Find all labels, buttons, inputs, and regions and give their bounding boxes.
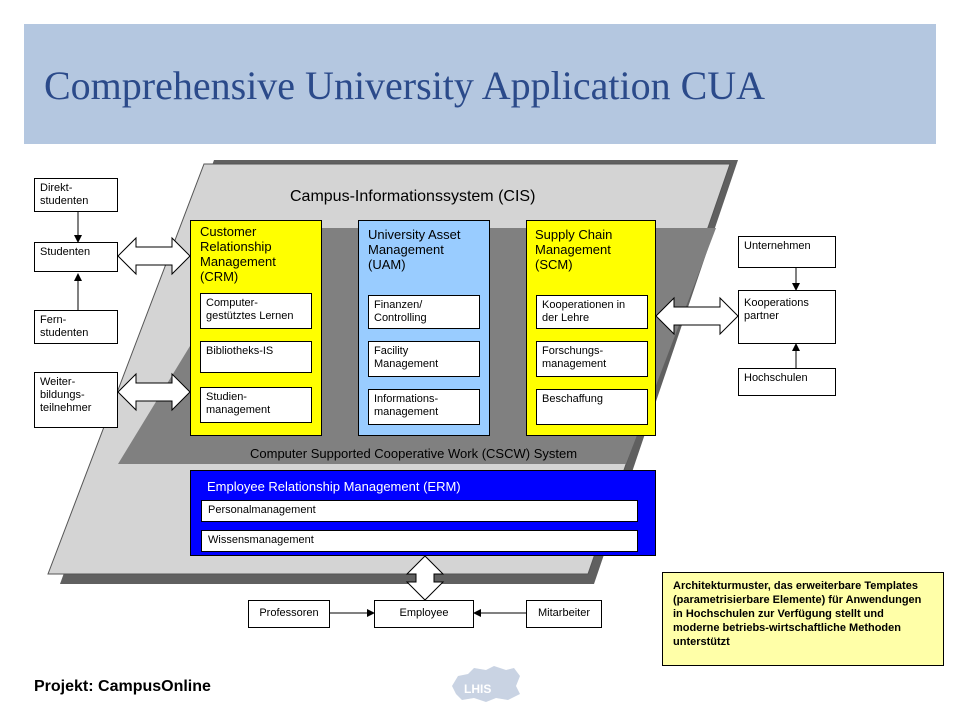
erm-title: Employee Relationship Management (ERM)	[207, 479, 461, 494]
scm-item-forschung: Forschungs- management	[536, 341, 648, 377]
cscw-label: Computer Supported Cooperative Work (CSC…	[250, 446, 578, 461]
crm-item-lernen: Computer- gestütztes Lernen	[200, 293, 312, 329]
double-arrow-scm-kooperation	[655, 296, 739, 336]
crm-item-studienmanagement: Studien- management	[200, 387, 312, 423]
architecture-note: Architekturmuster, das erweiterbare Temp…	[662, 572, 944, 666]
erm-item-wissen: Wissensmanagement	[201, 530, 638, 552]
page-title: Comprehensive University Application CUA	[44, 63, 766, 108]
map-logo-icon	[452, 666, 520, 702]
crm-column: Customer Relationship Management (CRM) C…	[190, 220, 322, 436]
box-hochschulen: Hochschulen	[738, 368, 836, 396]
box-employee: Employee	[374, 600, 474, 628]
box-direktstudenten: Direkt- studenten	[34, 178, 118, 212]
uam-column: University Asset Management (UAM) Finanz…	[358, 220, 490, 436]
box-fernstudenten: Fern- studenten	[34, 310, 118, 344]
cis-label: Campus-Informationssystem (CIS)	[290, 188, 536, 205]
double-arrow-erm-employee	[405, 555, 445, 601]
scm-column: Supply Chain Management (SCM) Kooperatio…	[526, 220, 656, 436]
box-professoren: Professoren	[248, 600, 330, 628]
uam-item-informationsmanagement: Informations- management	[368, 389, 480, 425]
logo-text: LHIS	[464, 682, 492, 696]
box-weiterbildung: Weiter- bildungs- teilnehmer	[34, 372, 118, 428]
scm-title: Supply Chain Management (SCM)	[535, 227, 613, 272]
box-studenten: Studenten	[34, 242, 118, 272]
box-kooperationspartner: Kooperations partner	[738, 290, 836, 344]
erm-block: Employee Relationship Management (ERM) P…	[190, 470, 656, 556]
erm-item-personal: Personalmanagement	[201, 500, 638, 522]
uam-item-finanzen: Finanzen/ Controlling	[368, 295, 480, 329]
box-unternehmen: Unternehmen	[738, 236, 836, 268]
lhis-logo: LHIS	[448, 664, 524, 704]
header-band	[24, 24, 936, 144]
crm-item-bibliothek: Bibliotheks-IS	[200, 341, 312, 373]
uam-item-facility: Facility Management	[368, 341, 480, 377]
footer-project: Projekt: CampusOnline	[34, 678, 211, 695]
box-mitarbeiter: Mitarbeiter	[526, 600, 602, 628]
uam-title: University Asset Management (UAM)	[368, 227, 461, 272]
scm-item-kooperationen: Kooperationen in der Lehre	[536, 295, 648, 329]
scm-item-beschaffung: Beschaffung	[536, 389, 648, 425]
crm-title: Customer Relationship Management (CRM)	[200, 224, 276, 284]
